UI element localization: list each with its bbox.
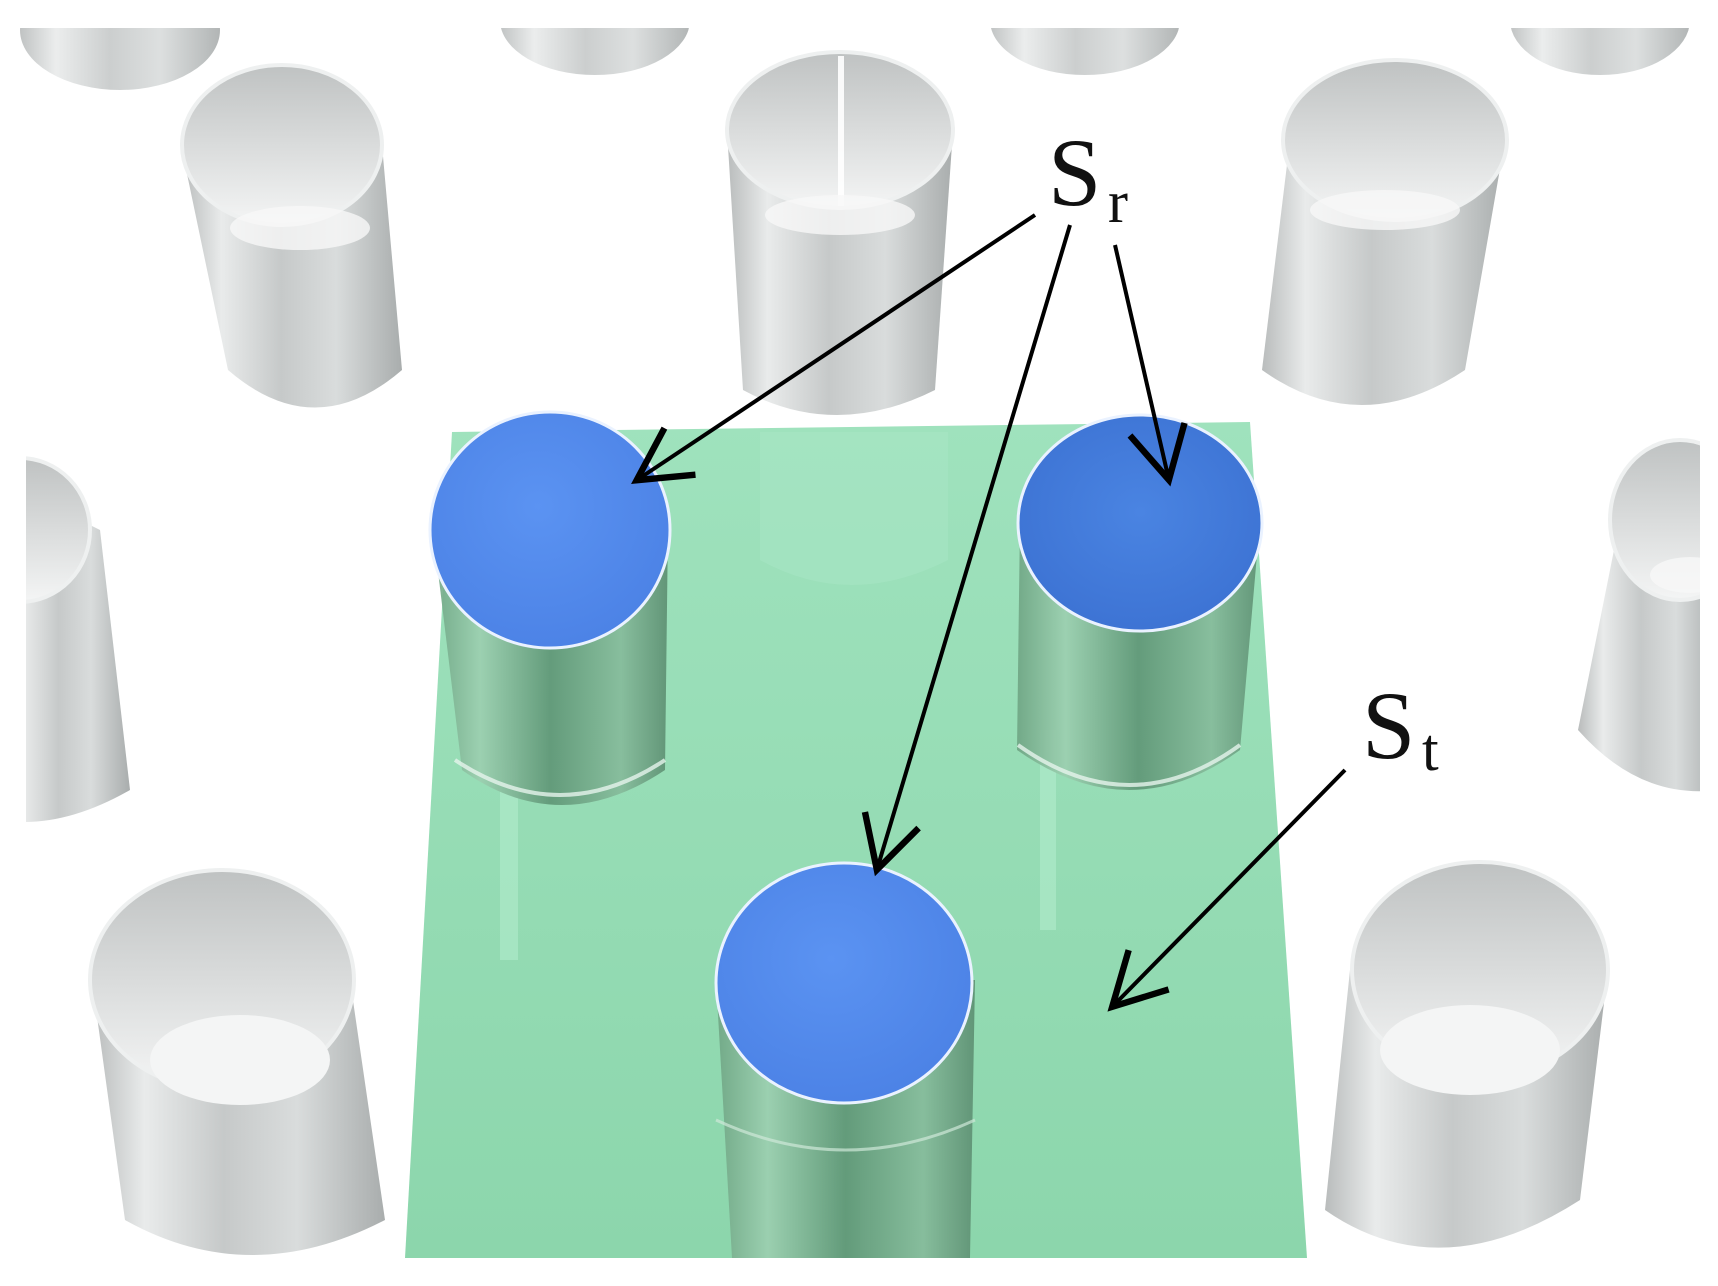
arrows	[631, 213, 1347, 1012]
shell-cylinder-top-left	[180, 63, 402, 408]
top-edge-shells	[0, 0, 1718, 90]
label-sr-main: S	[1048, 119, 1101, 226]
shell-cylinder-top-right	[1262, 58, 1509, 405]
arrow-sr-to-right-top	[1113, 244, 1188, 487]
arrow-st-to-substrate	[1107, 768, 1347, 1012]
pillar-top-left	[428, 410, 672, 650]
label-st-main: S	[1362, 672, 1415, 779]
arrow-sr-to-bottom-top	[861, 224, 1072, 877]
arrow-sr-to-left-top	[631, 213, 1037, 484]
pillar-top-bottom	[714, 861, 974, 1105]
label-sr-subscript: r	[1108, 169, 1128, 235]
shell-cylinder-top-middle	[725, 50, 955, 415]
shell-cylinder-middle-left	[0, 440, 130, 840]
label-sr: S r	[1048, 119, 1128, 235]
pillar-bottom	[714, 861, 976, 1258]
label-st-subscript: t	[1422, 717, 1439, 783]
pillar-top-right	[1016, 413, 1264, 633]
shell-cylinder-bottom-left	[88, 868, 385, 1255]
pillar-left	[428, 410, 672, 805]
shell-cylinder-bottom-right	[1325, 860, 1610, 1248]
pillar-right	[1016, 413, 1264, 790]
shell-cylinder-middle-right	[1578, 420, 1718, 840]
label-st: S t	[1362, 672, 1439, 783]
